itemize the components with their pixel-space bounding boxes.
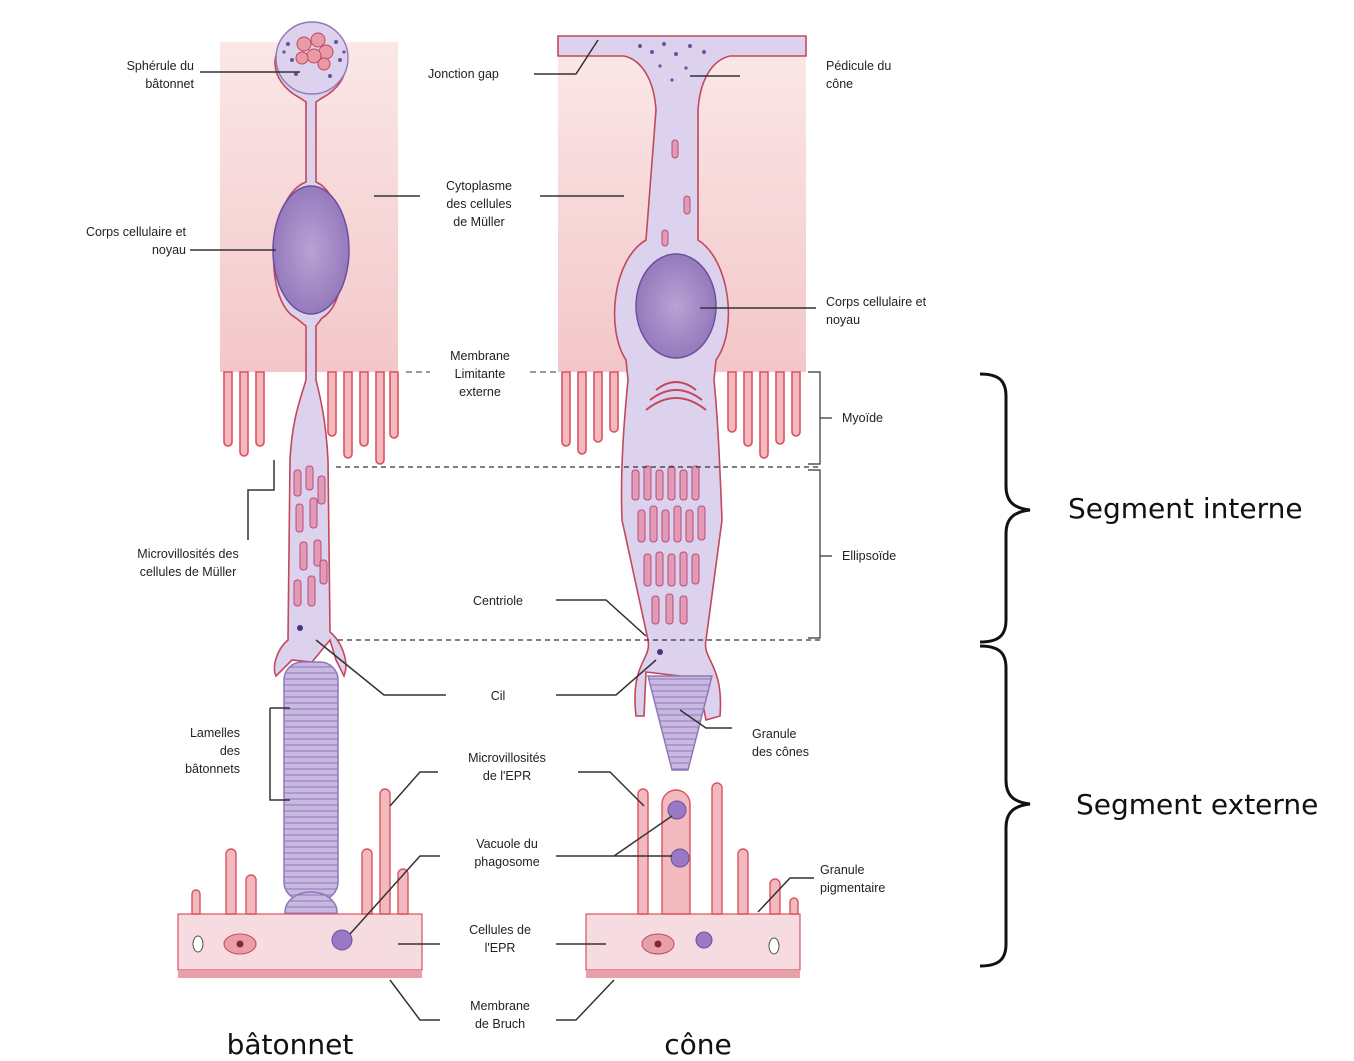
label-vacuole-1: Vacuole du [476, 837, 538, 851]
label-lamelles-1: Lamelles [190, 726, 240, 740]
label-cellules-epr-1: Cellules de [469, 923, 531, 937]
rod-nucleus [273, 186, 349, 314]
label-microvill-muller-2: cellules de Müller [140, 565, 237, 579]
caption-rod: bâtonnet [227, 1028, 354, 1061]
cone-outer-segment [648, 676, 712, 770]
epr-right [586, 783, 800, 978]
label-ellipsoide: Ellipsoïde [842, 549, 896, 563]
label-membrane-lim-1: Membrane [450, 349, 510, 363]
label-cil: Cil [491, 689, 506, 703]
label-vacuole-2: phagosome [474, 855, 539, 869]
label-corps-left-1: Corps cellulaire et [86, 225, 187, 239]
label-spherule-1: Sphérule du [127, 59, 194, 73]
bracket-ellipsoide [808, 470, 832, 638]
label-lamelles-3: bâtonnets [185, 762, 240, 776]
rod-centriole [297, 625, 303, 631]
label-cellules-epr-2: l'EPR [485, 941, 516, 955]
rod-outer-segment [284, 662, 338, 900]
label-corps-right-2: noyau [826, 313, 860, 327]
label-microvill-epr-2: de l'EPR [483, 769, 531, 783]
label-lamelles-2: des [220, 744, 240, 758]
label-cytoplasme-3: de Müller [453, 215, 504, 229]
label-granule-pigm-1: Granule [820, 863, 865, 877]
label-granule-cones-1: Granule [752, 727, 797, 741]
label-centriole: Centriole [473, 594, 523, 608]
label-granule-pigm-2: pigmentaire [820, 881, 885, 895]
label-myoide: Myoïde [842, 411, 883, 425]
cone-centriole [657, 649, 663, 655]
caption-cone: cône [664, 1028, 732, 1061]
bracket-myoide [808, 372, 832, 464]
label-pedicule-1: Pédicule du [826, 59, 891, 73]
brace-segment-interne [980, 374, 1030, 642]
label-microvill-muller-1: Microvillosités des [137, 547, 238, 561]
label-bruch-1: Membrane [470, 999, 530, 1013]
label-microvill-epr-1: Microvillosités [468, 751, 546, 765]
label-granule-cones-2: des cônes [752, 745, 809, 759]
label-cytoplasme-2: des cellules [446, 197, 511, 211]
label-segment-externe: Segment externe [1076, 788, 1318, 821]
label-bruch-2: de Bruch [475, 1017, 525, 1031]
label-corps-right-1: Corps cellulaire et [826, 295, 927, 309]
label-membrane-lim-2: Limitante [455, 367, 506, 381]
label-jonction-gap: Jonction gap [428, 67, 499, 81]
brace-segment-externe [980, 646, 1030, 966]
cone-nucleus [636, 254, 716, 358]
label-corps-left-2: noyau [152, 243, 186, 257]
label-membrane-lim-3: externe [459, 385, 501, 399]
label-segment-interne: Segment interne [1068, 492, 1303, 525]
label-cytoplasme-1: Cytoplasme [446, 179, 512, 193]
label-pedicule-2: cône [826, 77, 853, 91]
label-spherule-2: bâtonnet [145, 77, 194, 91]
